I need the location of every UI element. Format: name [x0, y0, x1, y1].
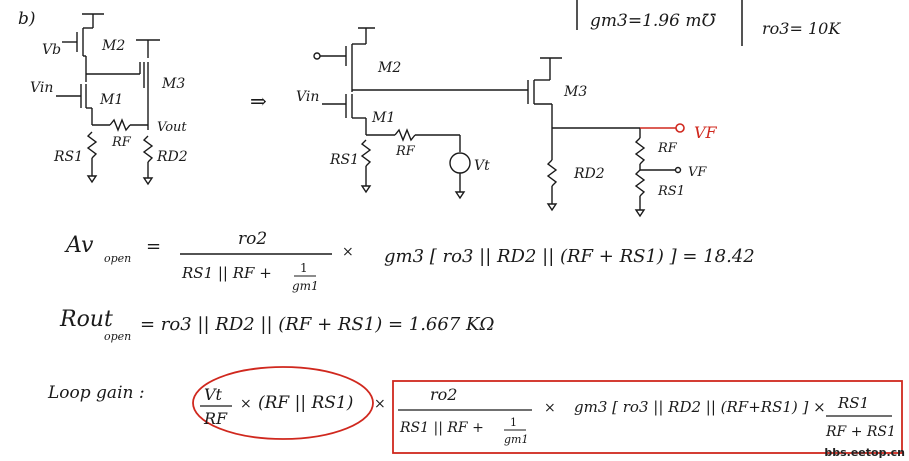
- right-circuit: [313, 27, 682, 204]
- av-equation: Av open = ro2 RS1 || RF + 1 gm1 × gm3 [ …: [64, 229, 755, 293]
- svg-text:×: ×: [544, 400, 556, 416]
- right-vf-red: VF: [694, 123, 718, 142]
- left-m1: M1: [99, 92, 123, 108]
- vf-red-marker: [640, 123, 685, 133]
- right-m1: M1: [371, 110, 395, 126]
- svg-text:(RF || RS1): (RF || RS1): [258, 393, 353, 413]
- svg-text:=: =: [146, 236, 161, 257]
- left-m2: M2: [101, 38, 125, 54]
- svg-text:Loop gain :: Loop gain :: [47, 383, 145, 403]
- svg-text:×: ×: [342, 244, 354, 260]
- rout-equation: Rout open = ro3 || RD2 || (RF + RS1) = 1…: [59, 307, 494, 343]
- transform-arrow: ⇒: [250, 89, 267, 113]
- svg-text:×: ×: [374, 396, 386, 412]
- right-vf: VF: [688, 165, 707, 180]
- right-vt: Vt: [474, 158, 490, 174]
- loop-gain-equation: Loop gain : Vt RF × (RF || RS1) × ro2 RS…: [47, 366, 903, 454]
- svg-text:Av: Av: [64, 233, 94, 258]
- svg-text:gm1: gm1: [292, 279, 319, 293]
- left-rd2: RD2: [156, 149, 188, 165]
- svg-text:open: open: [104, 330, 131, 343]
- svg-text:gm1: gm1: [504, 433, 528, 446]
- right-rd2: RD2: [573, 166, 605, 182]
- left-vout: Vout: [157, 120, 187, 135]
- highlight-ellipse: [192, 366, 374, 440]
- svg-text:Rout: Rout: [59, 307, 113, 332]
- svg-text:RF + RS1: RF + RS1: [825, 424, 896, 440]
- svg-text:gm3 [ ro3 || RD2 || (RF+RS1) ]: gm3 [ ro3 || RD2 || (RF+RS1) ] ×: [574, 398, 826, 416]
- svg-text:RS1 || RF +: RS1 || RF +: [399, 420, 484, 436]
- left-vin: Vin: [30, 80, 53, 96]
- svg-text:1: 1: [510, 416, 517, 429]
- ro3-value: ro3= 10K: [762, 19, 841, 38]
- right-rs1-2: RS1: [657, 184, 685, 199]
- svg-text:ro2: ro2: [238, 229, 267, 249]
- svg-text:open: open: [104, 252, 131, 265]
- highlight-box: [392, 380, 903, 454]
- svg-text:gm3 [ ro3 || RD2 || (RF + RS1): gm3 [ ro3 || RD2 || (RF + RS1) ] = 18.42: [384, 246, 755, 267]
- left-rf: RF: [111, 135, 132, 150]
- left-vb: Vb: [42, 42, 61, 58]
- right-m2: M2: [377, 60, 401, 76]
- left-rs1: RS1: [53, 149, 83, 165]
- svg-text:Vt: Vt: [204, 385, 223, 404]
- right-rs1: RS1: [329, 152, 359, 168]
- svg-text:ro2: ro2: [430, 385, 457, 404]
- left-circuit: [56, 13, 160, 172]
- svg-text:RF: RF: [203, 409, 228, 428]
- right-vin: Vin: [296, 89, 319, 105]
- svg-text:×: ×: [240, 396, 252, 412]
- right-rf: RF: [395, 144, 416, 159]
- svg-text:RS1: RS1: [837, 394, 869, 412]
- gm3-value: gm3=1.96 m℧: [590, 11, 716, 31]
- watermark: bbs.eetop.cn: [824, 446, 905, 459]
- svg-text:= ro3 || RD2 || (RF + RS1) =: = ro3 || RD2 || (RF + RS1) = 1.667 KΩ: [140, 314, 494, 335]
- svg-text:RS1 || RF +: RS1 || RF +: [181, 264, 272, 282]
- left-m3: M3: [161, 76, 185, 92]
- svg-text:1: 1: [300, 261, 308, 275]
- part-label: b): [18, 9, 36, 29]
- right-m3: M3: [563, 84, 587, 100]
- right-rf2: RF: [657, 141, 678, 156]
